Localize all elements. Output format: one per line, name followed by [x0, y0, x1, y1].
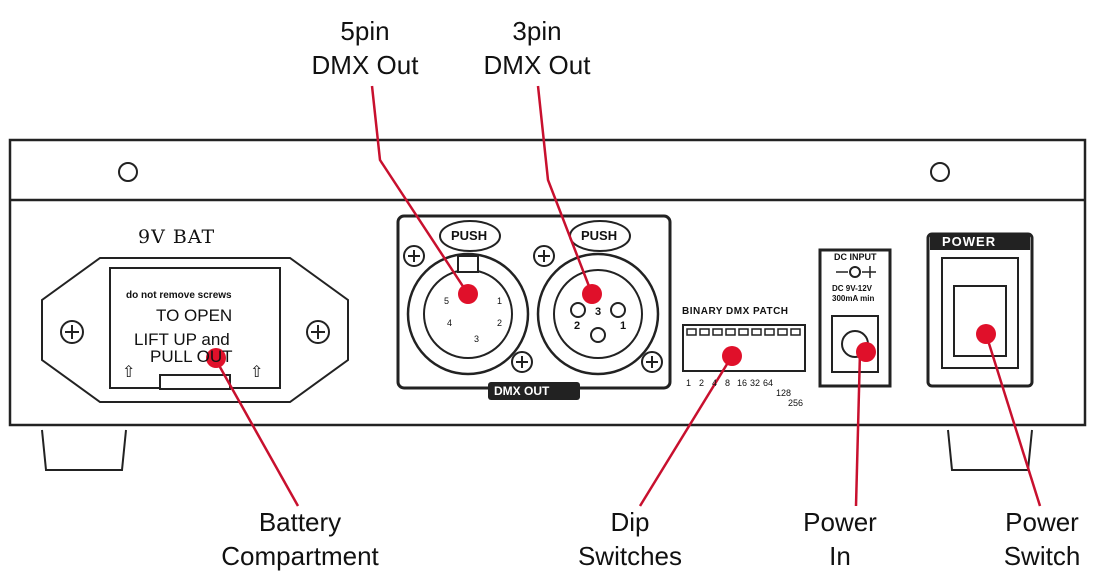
screw-hole-right — [930, 162, 950, 182]
dmx-out-badge — [488, 382, 580, 400]
callout-line-battery — [214, 359, 300, 507]
dc-input-spec: DC 9V-12V — [832, 284, 873, 293]
dip-value: 128 — [776, 388, 792, 398]
battery-screw-left — [60, 320, 84, 344]
xlr-3pin-socket — [570, 302, 586, 318]
xlr-3pin-socket — [590, 327, 606, 343]
dip-value: 256 — [788, 398, 804, 408]
left-foot — [41, 429, 127, 471]
callout-5pin-line2: DMX Out — [311, 50, 419, 80]
dip-value: 16 — [737, 378, 748, 388]
xlr-3pin-face — [553, 269, 643, 359]
marker-3pin — [582, 284, 602, 304]
callout-battery-line1: Battery — [258, 507, 342, 537]
dip-value: 32 — [750, 378, 761, 388]
dip-value: 4 — [712, 378, 718, 388]
dc-polarity-center-icon — [849, 266, 861, 278]
dip-value: 2 — [699, 378, 705, 388]
battery-open-text: TO OPEN — [156, 306, 233, 325]
marker-battery — [206, 348, 226, 368]
callout-dip-line2: Switches — [577, 541, 683, 571]
callout-power-switch-line2: Switch — [1003, 541, 1081, 571]
callout-power-in-line1: Power — [803, 507, 877, 537]
dmx-panel-screw — [641, 351, 663, 373]
dc-input-title: DC INPUT — [834, 252, 877, 262]
power-rocker — [953, 285, 1007, 357]
callout-lines — [214, 85, 1042, 507]
xlr-5pin-latch — [457, 255, 479, 273]
arrow-up-icon: ⇧ — [250, 364, 264, 381]
push-button-left — [439, 220, 501, 252]
callout-dip-switches: Dip Switches — [565, 505, 695, 573]
dip-value: 1 — [686, 378, 692, 388]
battery-lift-text: LIFT UP and — [134, 330, 230, 349]
xlr5-pin-label: 3 — [474, 334, 480, 344]
battery-pull-text: PULL OUT — [150, 347, 233, 366]
callout-battery-line2: Compartment — [221, 541, 379, 571]
battery-warning: do not remove screws — [126, 290, 232, 301]
arrow-up-icon: ⇧ — [122, 364, 136, 381]
battery-screw-right — [306, 320, 330, 344]
dip-title: BINARY DMX PATCH — [682, 306, 789, 317]
push-label-right: PUSH — [581, 228, 618, 243]
battery-door — [109, 267, 281, 389]
dmx-panel-screw — [403, 245, 425, 267]
battery-title: 9V BAT — [138, 226, 216, 248]
callout-power-switch: Power Switch — [992, 505, 1092, 573]
xlr5-pin-label: 2 — [497, 318, 503, 328]
xlr5-pin-label: 1 — [497, 296, 503, 306]
callout-power-in: Power In — [790, 505, 890, 573]
xlr3-pin-label: 3 — [595, 306, 602, 318]
marker-5pin — [458, 284, 478, 304]
dmx-panel-screw — [511, 351, 533, 373]
screw-hole-left — [118, 162, 138, 182]
callout-line-power-switch — [984, 333, 1042, 507]
push-label-left: PUSH — [451, 228, 488, 243]
callout-3pin-line2: DMX Out — [483, 50, 591, 80]
marker-power-in — [856, 342, 876, 362]
callout-3pin-line1: 3pin — [512, 16, 562, 46]
dmx-out-label: DMX OUT — [494, 384, 550, 398]
callout-battery-compartment: Battery Compartment — [210, 505, 390, 573]
callout-3pin-dmx-out: 3pin DMX Out — [472, 14, 602, 82]
callout-5pin-dmx-out: 5pin DMX Out — [300, 14, 430, 82]
dc-polarity-icon — [836, 266, 876, 278]
battery-tab — [159, 374, 231, 390]
dip-value: 64 — [763, 378, 774, 388]
right-foot — [947, 429, 1033, 471]
callout-dip-line1: Dip — [610, 507, 650, 537]
power-label: POWER — [942, 234, 997, 249]
callout-line-power-in — [854, 351, 862, 507]
callout-line-dip — [638, 355, 734, 507]
callout-power-in-line2: In — [829, 541, 851, 571]
callout-5pin-line1: 5pin — [340, 16, 390, 46]
xlr3-pin-label: 2 — [574, 320, 581, 332]
power-label-band — [930, 234, 1030, 250]
xlr-5pin-face — [423, 269, 513, 359]
marker-power-switch — [976, 324, 996, 344]
xlr5-pin-label: 4 — [447, 318, 453, 328]
xlr3-pin-label: 1 — [620, 320, 627, 332]
dip-value: 8 — [725, 378, 731, 388]
xlr-3pin-socket — [610, 302, 626, 318]
dc-input-spec: 300mA min — [832, 294, 875, 303]
xlr5-pin-label: 5 — [444, 296, 450, 306]
callout-line-5pin — [370, 85, 470, 295]
marker-dip — [722, 346, 742, 366]
callout-markers — [206, 284, 996, 368]
dmx-panel-screw — [533, 245, 555, 267]
callout-line-3pin — [536, 85, 594, 295]
dip-switch-levers — [686, 328, 801, 336]
callout-power-switch-line1: Power — [1005, 507, 1079, 537]
